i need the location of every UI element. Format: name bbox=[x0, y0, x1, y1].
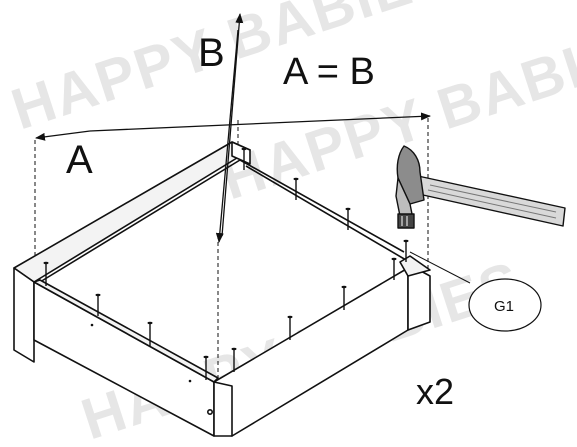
nail-icon bbox=[43, 261, 49, 265]
part-label: G1 bbox=[494, 298, 514, 315]
nail-icon bbox=[345, 207, 351, 211]
label-a: A bbox=[66, 138, 93, 182]
nail-icon bbox=[403, 239, 409, 243]
nail-heads bbox=[43, 147, 409, 359]
nail-icon bbox=[241, 147, 247, 151]
nail-icon bbox=[147, 321, 153, 325]
nails bbox=[45, 150, 407, 380]
front-panel-top bbox=[13, 141, 251, 283]
back-panel-top-edge bbox=[245, 165, 407, 261]
label-b: B bbox=[198, 31, 225, 75]
hammer-face bbox=[397, 213, 415, 229]
quantity-label: x2 bbox=[416, 371, 454, 412]
bottom-front-board-top bbox=[33, 279, 219, 383]
nail-icon bbox=[341, 285, 347, 289]
front-panel-edge bbox=[13, 267, 35, 363]
diagonal-a-arrow-right bbox=[89, 112, 431, 132]
part-callout: G1 bbox=[409, 251, 542, 332]
hammer-handle bbox=[413, 175, 566, 227]
equation-label: A = B bbox=[283, 51, 375, 93]
screw-hole bbox=[188, 379, 192, 383]
nail-icon bbox=[95, 293, 101, 297]
callout-bubble bbox=[468, 278, 542, 332]
nail-icon bbox=[231, 347, 237, 351]
diagonal-a-arrow-left bbox=[35, 130, 91, 141]
screw-hole bbox=[207, 408, 214, 415]
nail-icon bbox=[203, 355, 209, 359]
diagonal-arrows bbox=[35, 13, 431, 243]
hammer-icon bbox=[395, 145, 566, 229]
screw-hole bbox=[90, 323, 94, 327]
side-panel-top-edges bbox=[39, 159, 405, 283]
nail-icon bbox=[287, 315, 293, 319]
nail-icon bbox=[391, 257, 397, 261]
callout-leader-line bbox=[409, 251, 471, 284]
diagonal-b-arrow-down bbox=[215, 29, 239, 243]
hammer-handle-grain bbox=[427, 189, 557, 219]
right-corner-post bbox=[213, 381, 233, 437]
hammer-handle-grain bbox=[429, 184, 557, 213]
nail-icon bbox=[293, 177, 299, 181]
front-panel-top-end bbox=[231, 141, 251, 165]
drawer-frame bbox=[13, 141, 431, 437]
